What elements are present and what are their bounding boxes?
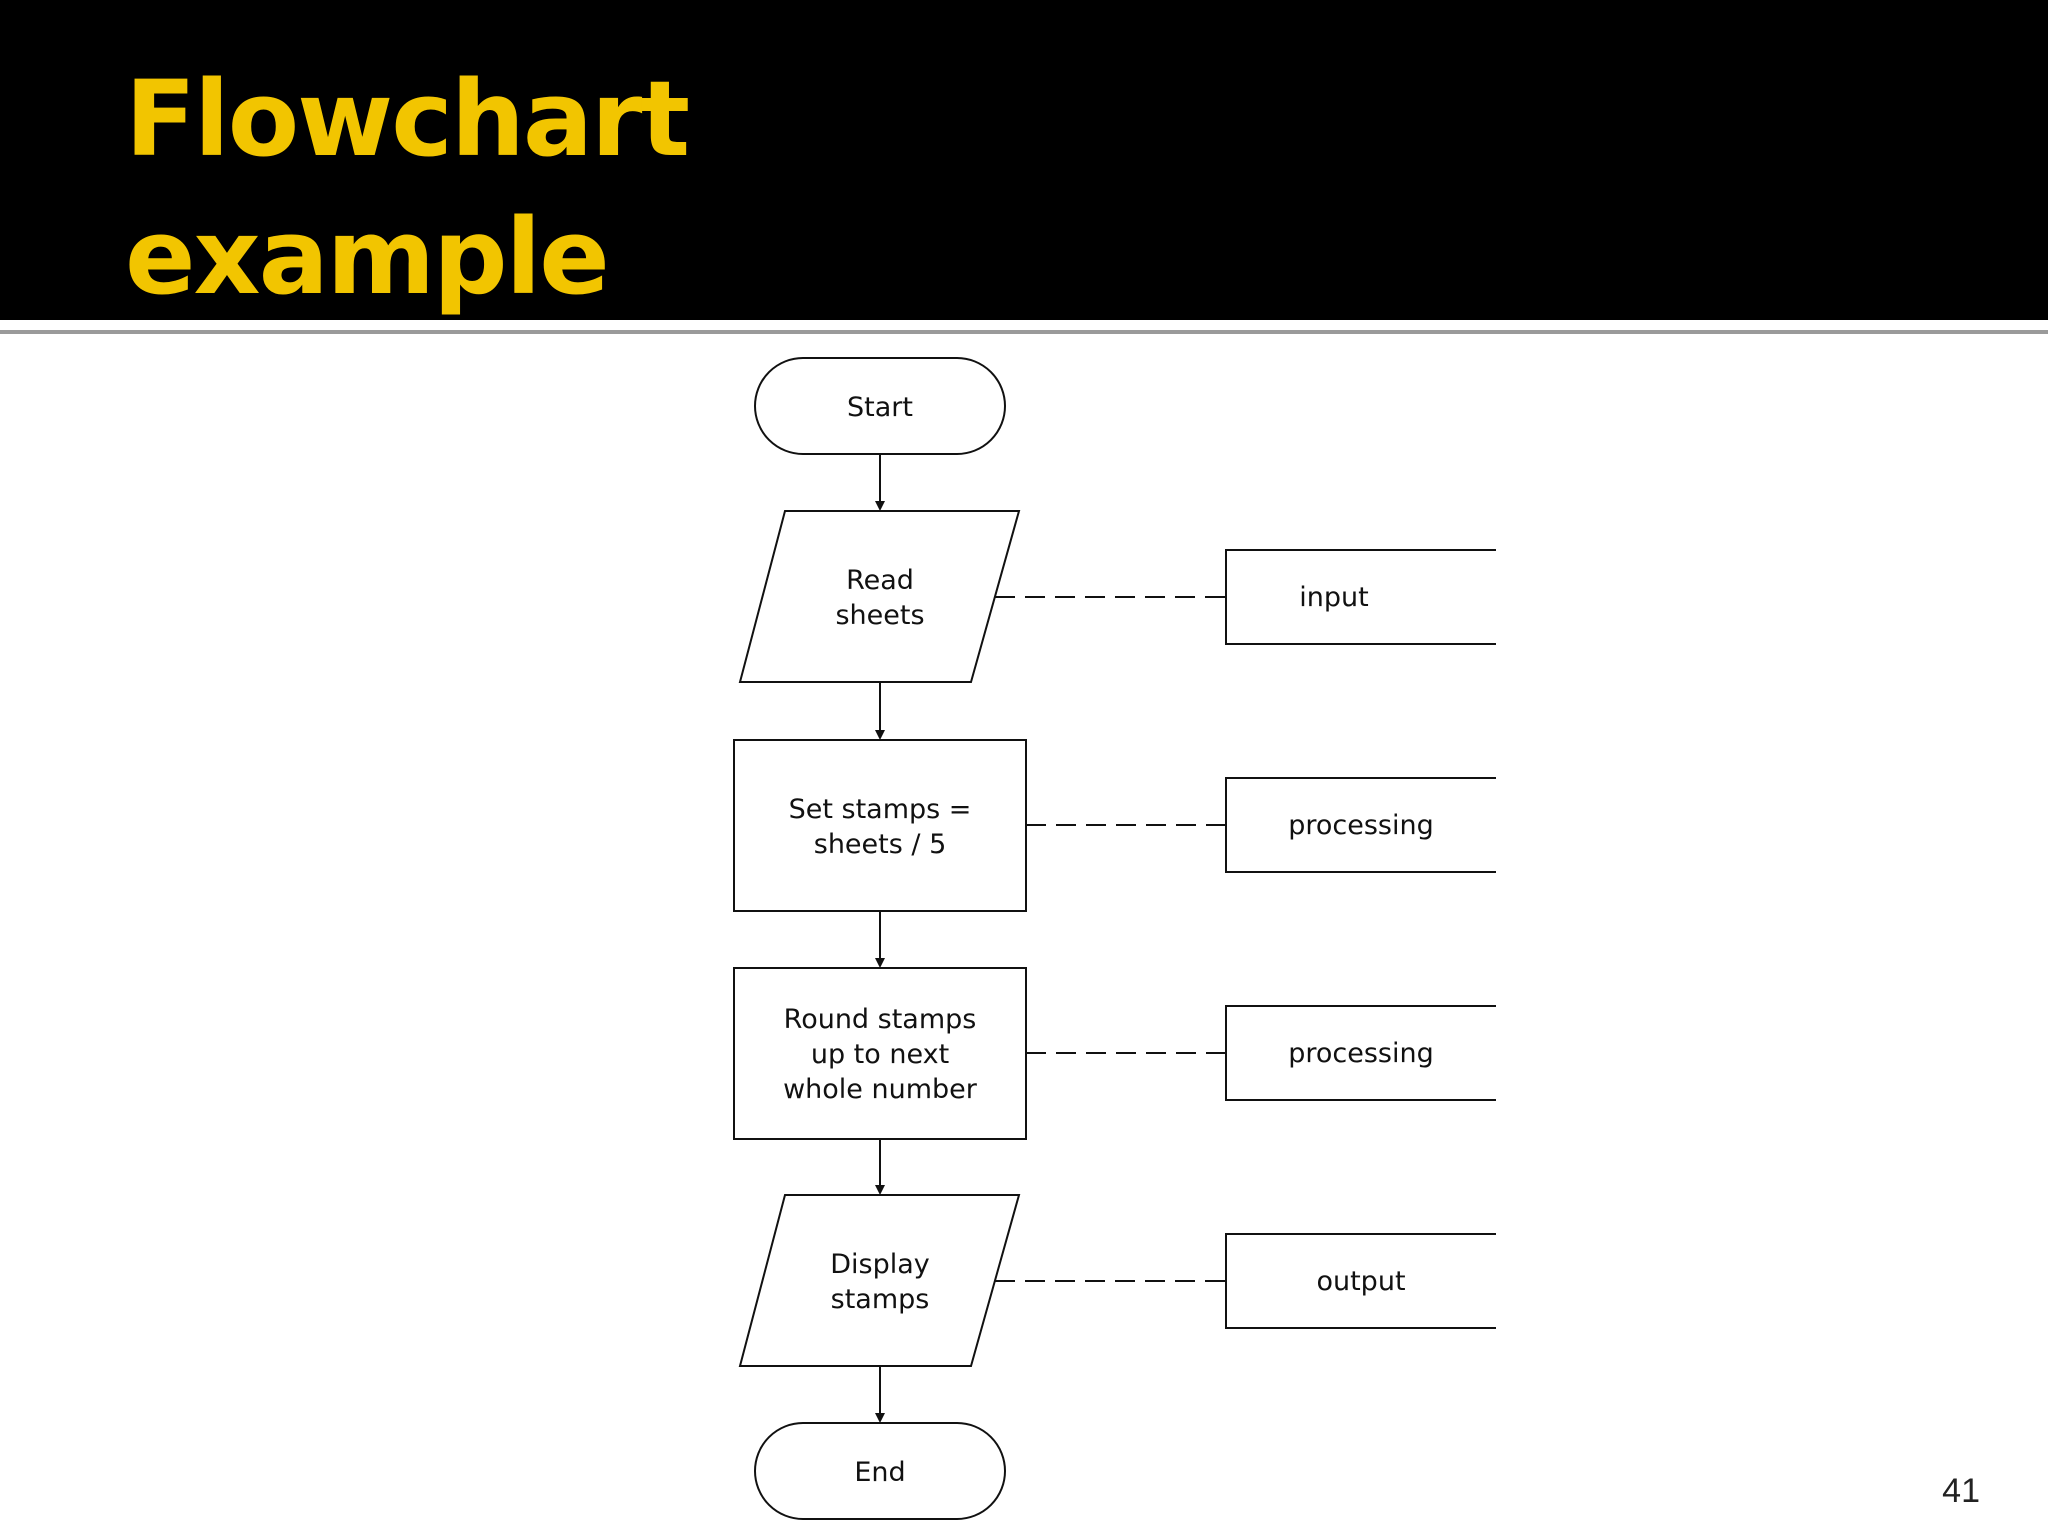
annotation-processing-2-label: processing [1288, 1038, 1434, 1069]
process-1-label-line-2: sheets / 5 [814, 829, 947, 860]
annotation-processing-2: processing [1225, 1005, 1496, 1101]
start-label: Start [847, 392, 913, 423]
title-divider [0, 330, 2048, 334]
input-step-label-line-1: Read [846, 565, 914, 596]
annotation-processing-1: processing [1225, 777, 1496, 873]
output-parallelogram: Display stamps [738, 1194, 1021, 1367]
annotation-output: output [1225, 1233, 1496, 1329]
annotation-input: input [1225, 549, 1496, 645]
slide-title-line-1: Flowchart [125, 58, 690, 180]
process-1-label-line-1: Set stamps = [789, 794, 972, 825]
process-step-round-stamps: Round stamps up to next whole number [733, 967, 1027, 1140]
annotation-output-label: output [1316, 1266, 1405, 1297]
process-2-label-line-2: up to next [811, 1039, 949, 1070]
slide-title-line-2: example [125, 196, 610, 318]
annotation-input-label: input [1299, 582, 1368, 613]
end-label: End [854, 1457, 905, 1488]
input-step-label-line-2: sheets [835, 600, 924, 631]
title-bar: Flowchart example [0, 0, 2048, 320]
output-step-label-line-1: Display [830, 1249, 930, 1280]
output-step-label-line-2: stamps [831, 1284, 930, 1315]
start-terminator: Start [754, 357, 1006, 455]
process-step-set-stamps: Set stamps = sheets / 5 [733, 739, 1027, 912]
annotation-processing-1-label: processing [1288, 810, 1434, 841]
process-2-label-line-3: whole number [783, 1074, 978, 1105]
input-parallelogram: Read sheets [738, 510, 1021, 683]
slide-title: Flowchart example [125, 50, 690, 326]
process-2-label-line-1: Round stamps [784, 1004, 977, 1035]
end-terminator: End [754, 1422, 1006, 1520]
page-number: 41 [1942, 1472, 1980, 1510]
